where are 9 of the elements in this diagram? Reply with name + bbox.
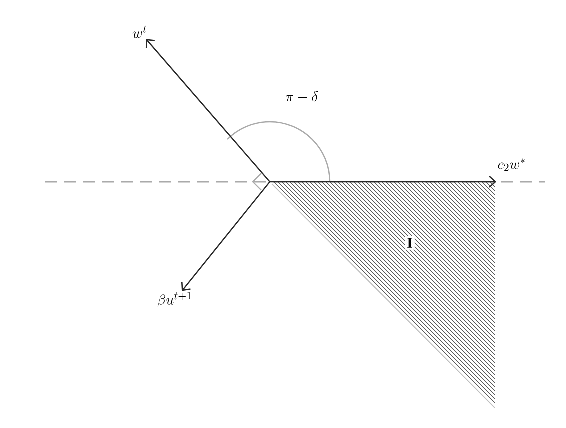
angle-label: $\pi - \delta$: [286, 91, 318, 102]
vector-arrow: [270, 176, 497, 188]
hatched-region: $\mathbf{I}$: [272, 182, 496, 408]
node-label: $\mathbf{I}$: [408, 238, 412, 248]
vector-label: $w^t$: [132, 26, 147, 38]
vector-arrow: [181, 182, 271, 292]
vector-arrow: [146, 39, 270, 182]
vector-label: $c_2w^*$: [498, 158, 526, 172]
vector-label: $\beta u^{t+1}$: [158, 292, 192, 308]
